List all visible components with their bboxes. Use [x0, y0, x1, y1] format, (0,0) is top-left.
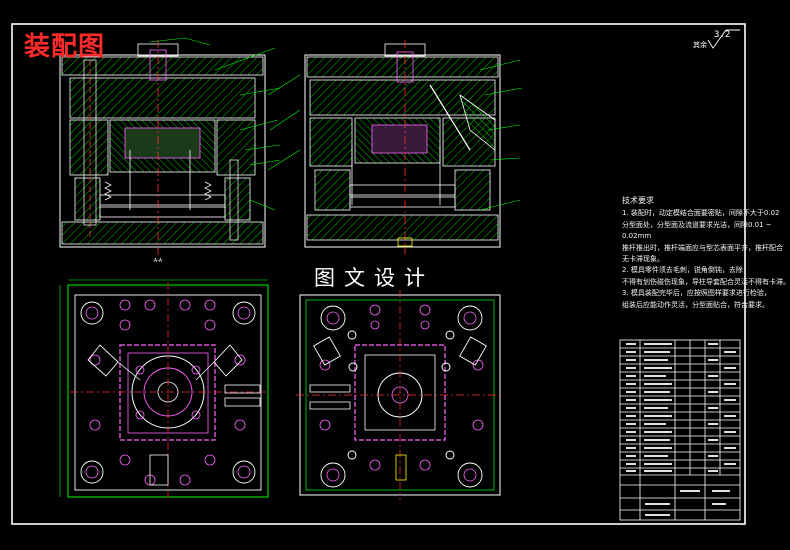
plan-view-right — [296, 290, 504, 500]
roughness-symbol-icon — [707, 29, 740, 49]
parts-list-table — [619, 339, 741, 521]
tech-requirement-line: 1. 装配时，动定模结合面要密贴，间隙不大于0.02 — [622, 209, 780, 218]
tech-requirement-line: 无卡滞现象。 — [622, 255, 664, 264]
tech-requirement-line: 组装后应能动作灵活，分型面贴合，符合要求。 — [622, 300, 769, 309]
tech-requirement-line: 3. 模具装配完毕后，应按照图样要求进行检验， — [622, 289, 771, 298]
tech-requirements-heading: 技术要求 — [622, 196, 654, 205]
section-view-right — [267, 40, 523, 255]
tech-requirement-line: 分型面处，分型面及流道要求光洁，间隙0.01 ~ — [622, 220, 772, 229]
drawing-frame — [11, 23, 746, 525]
tech-requirement-line: 不得有划伤碰伤现象，导柱导套配合灵活不得有卡滞。 — [622, 277, 790, 286]
tech-requirement-line: 2. 模具零件须去毛刺，锐角倒钝，去除 — [622, 266, 743, 275]
watermark-text: 图文设计 — [314, 266, 434, 290]
plan-view-left — [59, 279, 269, 500]
section-label: A-A — [154, 258, 163, 264]
tech-requirements: 技术要求 1. 装配时，动定模结合面要密贴，间隙不大于0.02 分型面处，分型面… — [622, 195, 790, 311]
parts-list-entries — [626, 343, 736, 516]
tech-requirement-line: 推杆推出时，推杆端面应与型芯表面平齐，推杆配合 — [622, 243, 783, 252]
tech-requirement-line: 0.02mm — [622, 232, 652, 241]
cad-drawing-canvas: A-A — [11, 23, 746, 525]
section-view-left — [59, 37, 281, 255]
drawing-title: 装配图 — [24, 32, 106, 62]
roughness-value: 3.2 — [714, 30, 731, 40]
roughness-note: 其余 — [693, 41, 707, 49]
